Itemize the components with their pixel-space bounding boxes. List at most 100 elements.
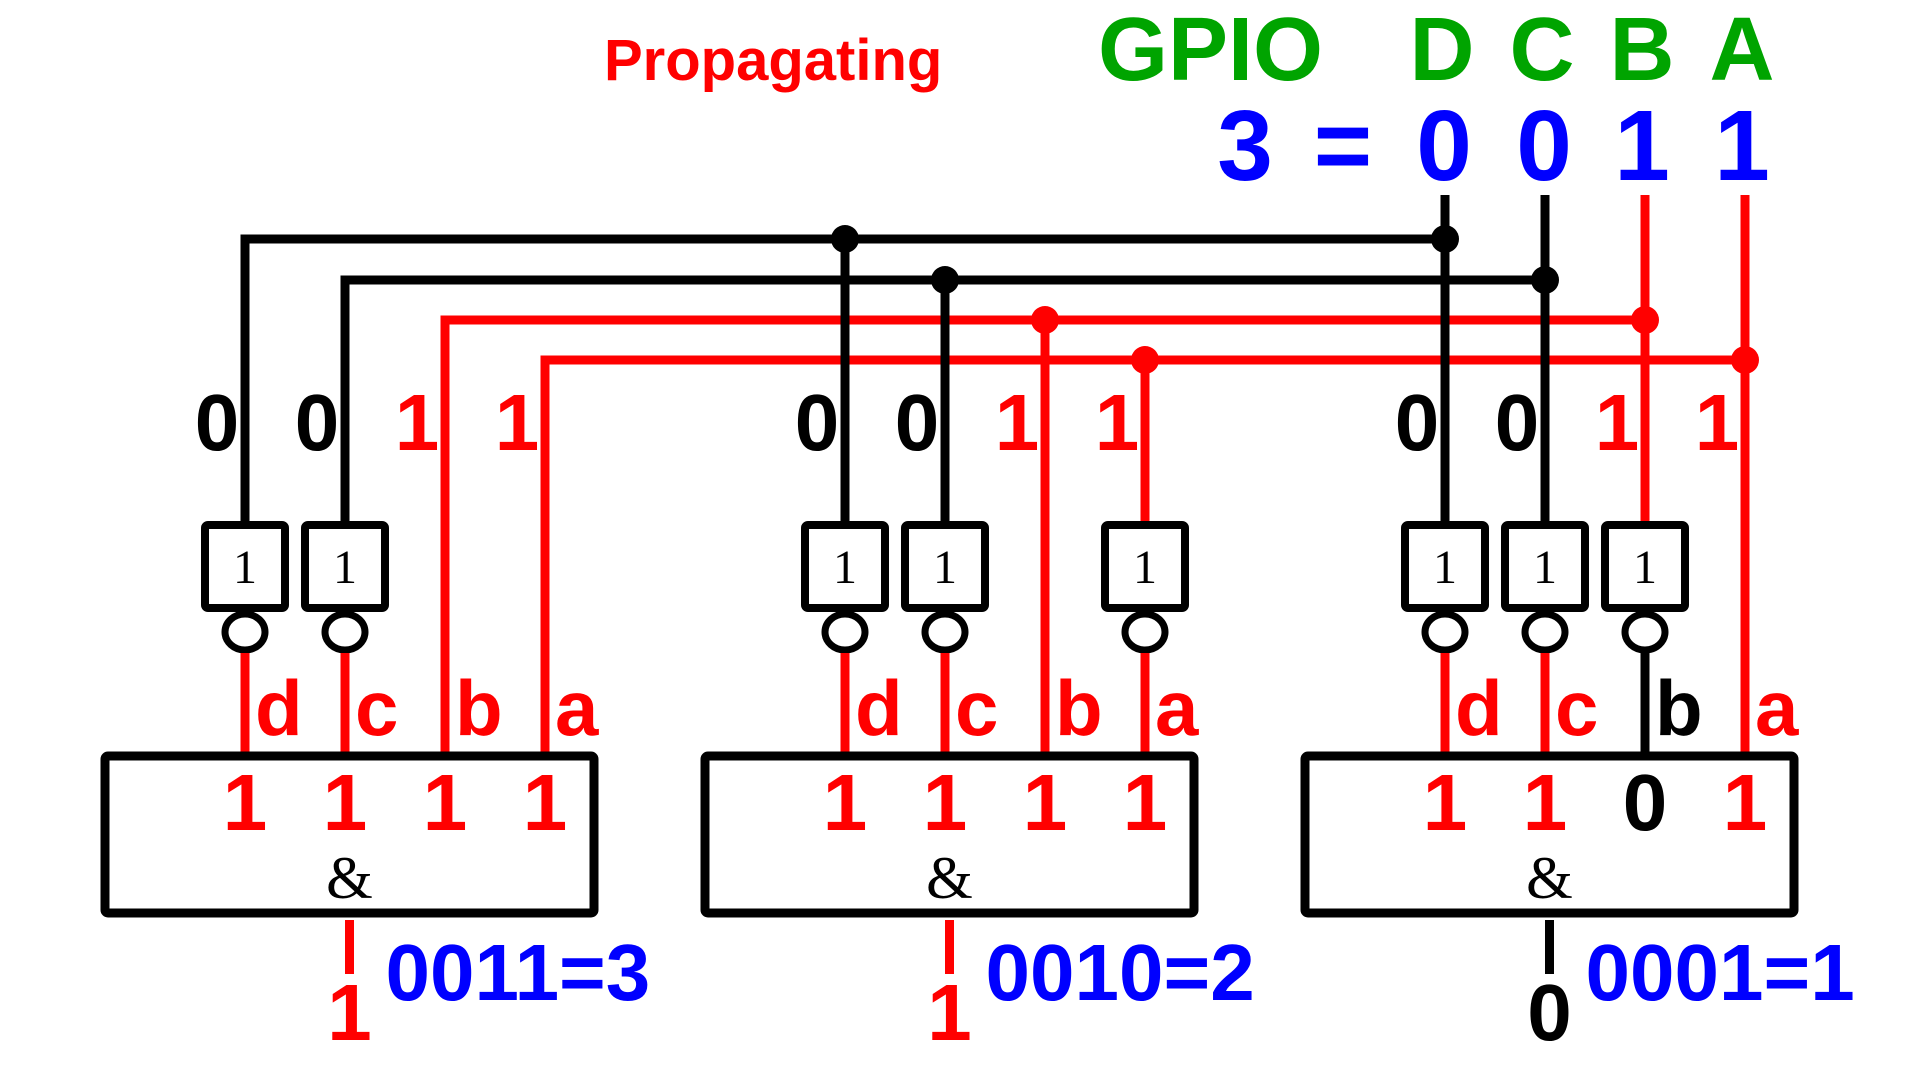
and-input-value-d: 1 (223, 758, 268, 847)
and-gate-symbol: & (926, 845, 973, 911)
input-value-a: 1 (1695, 378, 1740, 467)
label-layer: Propagating GPIO D C B A 3 = 0 0 1 1 (604, 0, 1775, 202)
gpio-label: GPIO (1098, 0, 1323, 100)
junction-dot-b (1031, 306, 1059, 334)
not-gate-symbol: 1 (833, 541, 857, 594)
and-input-value-c: 1 (323, 758, 368, 847)
input-value-d: 0 (195, 378, 240, 467)
output-value: 1 (927, 968, 972, 1057)
not-gate-d (201, 521, 289, 612)
input-letter-d: d (1455, 664, 1503, 752)
junction-dot-d (831, 225, 859, 253)
inversion-bubble-c (1521, 610, 1569, 654)
input-value-c: 0 (895, 378, 940, 467)
status-label: Propagating (604, 28, 942, 93)
junction-dot-c (1531, 266, 1559, 294)
input-letter-b: b (455, 664, 503, 752)
match-label: 0011=3 (386, 928, 651, 1017)
input-letter-d: d (255, 664, 303, 752)
input-letter-c: c (1555, 664, 1598, 752)
bit-b: 1 (1614, 90, 1670, 202)
junction-dot-b (1631, 306, 1659, 334)
not-gate-symbol: 1 (233, 541, 257, 594)
pin-label-b: B (1610, 0, 1675, 100)
junction-dot-c (931, 266, 959, 294)
inversion-bubble-d (221, 610, 269, 654)
and-input-value-d: 1 (1423, 758, 1468, 847)
bit-d: 0 (1416, 90, 1472, 202)
pin-label-c: C (1510, 0, 1575, 100)
inversion-bubble-c (321, 610, 369, 654)
input-value-a: 1 (1095, 378, 1140, 467)
output-value: 1 (327, 968, 372, 1057)
input-letter-a: a (1155, 664, 1199, 752)
and-input-value-b: 1 (423, 758, 468, 847)
and-input-value-b: 0 (1623, 758, 1668, 847)
not-gate-symbol: 1 (933, 541, 957, 594)
input-letter-b: b (1655, 664, 1703, 752)
input-letter-a: a (1755, 664, 1799, 752)
pin-label-a: A (1710, 0, 1775, 100)
rail-b (440, 315, 1645, 521)
input-value-a: 1 (495, 378, 540, 467)
input-letter-c: c (955, 664, 998, 752)
wire-layer (240, 195, 1750, 521)
not-gate-c (1501, 521, 1589, 612)
input-value-c: 0 (295, 378, 340, 467)
inversion-bubble-a (1121, 610, 1169, 654)
not-gate-c (901, 521, 989, 612)
equals-sign: = (1314, 90, 1372, 202)
pin-label-d: D (1410, 0, 1475, 100)
and-gate-box (700, 751, 1199, 918)
junction-dot-a (1731, 346, 1759, 374)
not-gate-d (801, 521, 889, 612)
rail-d (240, 234, 1445, 521)
and-input-value-c: 1 (923, 758, 968, 847)
and-input-value-c: 1 (1523, 758, 1568, 847)
and-input-value-a: 1 (523, 758, 568, 847)
input-value-d: 0 (795, 378, 840, 467)
and-input-value-a: 1 (1123, 758, 1168, 847)
not-gate-symbol: 1 (1133, 541, 1157, 594)
input-value-b: 1 (1595, 378, 1640, 467)
and-input-value-a: 1 (1723, 758, 1768, 847)
match-label: 0010=2 (986, 928, 1255, 1017)
junction-dot-a (1131, 346, 1159, 374)
input-value-b: 1 (995, 378, 1040, 467)
junction-dot-d (1431, 225, 1459, 253)
not-gate-symbol: 1 (1433, 541, 1457, 594)
input-letter-c: c (355, 664, 398, 752)
decimal-value: 3 (1217, 90, 1273, 202)
input-letter-d: d (855, 664, 903, 752)
not-gate-d (1401, 521, 1489, 612)
input-letter-a: a (555, 664, 599, 752)
and-gate-box (1300, 751, 1799, 918)
not-gate-symbol: 1 (1633, 541, 1657, 594)
bit-a: 1 (1714, 90, 1770, 202)
not-gate-c (301, 521, 389, 612)
bit-c: 0 (1516, 90, 1572, 202)
output-value: 0 (1527, 968, 1572, 1057)
rail-c (340, 275, 1545, 521)
not-gate-symbol: 1 (333, 541, 357, 594)
and-input-value-b: 1 (1023, 758, 1068, 847)
and-gate-box (100, 751, 599, 918)
and-input-value-d: 1 (823, 758, 868, 847)
input-value-d: 0 (1395, 378, 1440, 467)
inversion-bubble-c (921, 610, 969, 654)
not-gate-a (1101, 521, 1189, 612)
match-label: 0001=1 (1586, 928, 1855, 1017)
inversion-bubble-d (1421, 610, 1469, 654)
input-letter-b: b (1055, 664, 1103, 752)
and-gate-symbol: & (1526, 845, 1573, 911)
input-value-b: 1 (395, 378, 440, 467)
not-gate-symbol: 1 (1533, 541, 1557, 594)
and-gate-symbol: & (326, 845, 373, 911)
inversion-bubble-d (821, 610, 869, 654)
input-value-c: 0 (1495, 378, 1540, 467)
